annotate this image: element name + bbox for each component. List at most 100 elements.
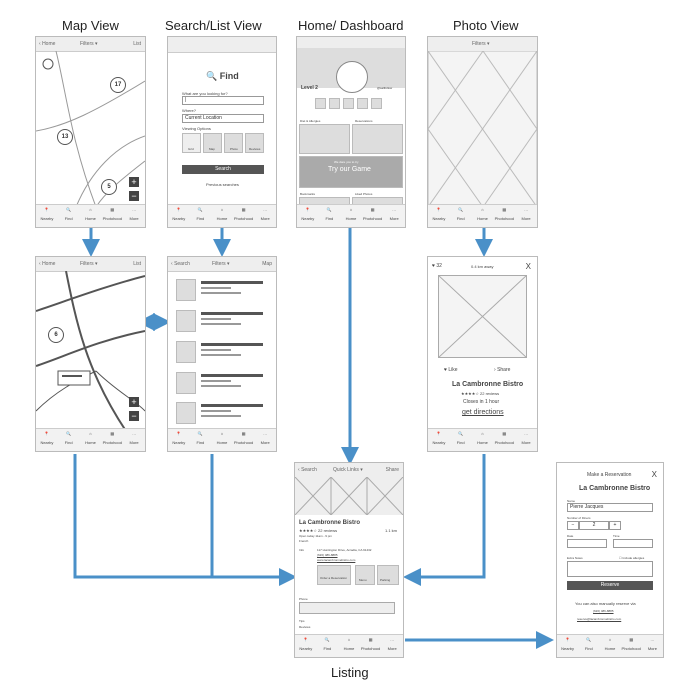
tab-home[interactable]: ⌂Home xyxy=(343,637,355,651)
tab-more[interactable]: …More xyxy=(260,207,270,221)
tab-find[interactable]: 🔍Find xyxy=(584,637,593,651)
tab-home[interactable]: ⌂Home xyxy=(216,431,228,445)
tab-more[interactable]: …More xyxy=(647,637,657,651)
tab-more[interactable]: …More xyxy=(387,637,397,651)
tab-home[interactable]: ⌂Home xyxy=(216,207,228,221)
quick-links-dropdown[interactable]: Quick Links ▾ xyxy=(333,467,363,473)
filters-dropdown[interactable]: Filters ▾ xyxy=(80,261,98,267)
phone-field[interactable] xyxy=(299,602,395,614)
reserve-email-link[interactable]: reserve@lacambronnebistro.com xyxy=(577,617,622,621)
tab-photohood[interactable]: ▦Photohood xyxy=(621,637,641,651)
date-input[interactable] xyxy=(567,539,607,548)
tab-photohood[interactable]: ▦Photohood xyxy=(102,431,122,445)
name-input[interactable]: Pierre Jacques xyxy=(567,503,653,512)
filters-dropdown[interactable]: Filters ▾ xyxy=(80,41,98,47)
badge[interactable] xyxy=(371,98,382,109)
previous-searches[interactable]: Previous searches xyxy=(206,182,239,187)
like-button[interactable]: ♥ Like xyxy=(444,367,458,373)
list-item[interactable] xyxy=(201,281,263,284)
reservation-tile[interactable]: Order a Reservation xyxy=(317,565,351,585)
tab-home[interactable]: ⌂Home xyxy=(85,431,96,445)
tab-photohood[interactable]: ▦Photohood xyxy=(494,207,514,221)
tab-photohood[interactable]: ▦Photohood xyxy=(360,637,381,651)
tab-photohood[interactable]: ▦Photohood xyxy=(494,431,514,445)
photo-grid[interactable] xyxy=(428,51,537,207)
tab-photohood[interactable]: ▦Photohood xyxy=(233,431,254,445)
tab-home[interactable]: ⌂Home xyxy=(477,207,488,221)
tab-nearby[interactable]: 📍Nearby xyxy=(432,207,446,221)
guests-decrement[interactable]: − xyxy=(567,521,579,530)
tab-find[interactable]: 🔍Find xyxy=(323,637,332,651)
search-button[interactable]: Search xyxy=(182,165,264,174)
close-icon[interactable]: X xyxy=(651,470,657,479)
tab-photohood[interactable]: ▦Photohood xyxy=(233,207,254,221)
zoom-out-button[interactable]: − xyxy=(129,411,139,421)
tab-nearby[interactable]: 📍Nearby xyxy=(40,207,54,221)
cluster-17[interactable]: 17 xyxy=(110,77,126,93)
reservations-tile[interactable] xyxy=(352,124,403,154)
zoom-in-button[interactable]: + xyxy=(129,177,139,187)
list-item[interactable] xyxy=(201,374,263,377)
result-thumb[interactable] xyxy=(176,279,196,301)
badge[interactable] xyxy=(329,98,340,109)
tab-more[interactable]: …More xyxy=(521,431,531,445)
filters-dropdown[interactable]: Filters ▾ xyxy=(212,261,230,267)
share-link[interactable]: Share xyxy=(385,467,399,473)
tab-home[interactable]: ⌂Home xyxy=(85,207,96,221)
notes-input[interactable] xyxy=(567,561,653,577)
query-input[interactable]: | xyxy=(182,96,264,105)
website-link[interactable]: www.lacambronnebistro.com xyxy=(317,558,356,562)
tab-home[interactable]: ⌂Home xyxy=(604,637,616,651)
list-item[interactable] xyxy=(201,404,263,407)
get-directions-link[interactable]: get directions xyxy=(462,409,504,416)
result-thumb[interactable] xyxy=(176,372,196,394)
guests-input[interactable]: 2 xyxy=(579,521,609,530)
list-link[interactable]: List xyxy=(133,41,141,47)
option-photo[interactable]: Photo xyxy=(224,133,243,153)
tab-more[interactable]: …More xyxy=(129,431,139,445)
tab-nearby[interactable]: 📍Nearby xyxy=(40,431,54,445)
share-button[interactable]: › Share xyxy=(494,367,511,373)
guests-increment[interactable]: + xyxy=(609,521,621,530)
result-thumb[interactable] xyxy=(176,341,196,363)
tab-nearby[interactable]: 📍Nearby xyxy=(299,637,313,651)
cluster-13[interactable]: 13 xyxy=(57,129,73,145)
reserve-button[interactable]: Reserve xyxy=(567,581,653,590)
map-canvas[interactable] xyxy=(36,51,145,207)
time-input[interactable] xyxy=(613,539,653,548)
badge[interactable] xyxy=(357,98,368,109)
tab-more[interactable]: …More xyxy=(129,207,139,221)
game-promo[interactable]: We dare you to try Try our Game xyxy=(299,156,403,188)
zoom-out-button[interactable]: − xyxy=(129,191,139,201)
result-thumb[interactable] xyxy=(176,310,196,332)
close-icon[interactable]: X xyxy=(525,262,531,271)
tab-find[interactable]: 🔍Find xyxy=(456,431,465,445)
result-thumb[interactable] xyxy=(176,402,196,424)
tab-nearby[interactable]: 📍Nearby xyxy=(172,207,186,221)
option-map[interactable]: Map xyxy=(203,133,222,153)
avatar[interactable] xyxy=(336,61,368,93)
list-item[interactable] xyxy=(201,312,263,315)
tab-home[interactable]: ⌂Home xyxy=(477,431,488,445)
home-link[interactable]: ‹ Home xyxy=(39,41,56,47)
search-link[interactable]: ‹ Search xyxy=(171,261,190,267)
phone-number[interactable]: (626) 486-8885 xyxy=(317,553,338,557)
tab-nearby[interactable]: 📍Nearby xyxy=(172,431,186,445)
tab-more[interactable]: …More xyxy=(389,207,399,221)
menu-tile[interactable]: Menu xyxy=(355,565,375,585)
tab-find[interactable]: 🔍Find xyxy=(456,207,465,221)
map-canvas[interactable] xyxy=(36,271,145,431)
tab-nearby[interactable]: 📍Nearby xyxy=(561,637,575,651)
reserve-phone-link[interactable]: (626) 486-8885 xyxy=(593,609,614,613)
tab-nearby[interactable]: 📍Nearby xyxy=(432,431,446,445)
badge[interactable] xyxy=(315,98,326,109)
option-grid[interactable]: Grid xyxy=(182,133,201,153)
parking-tile[interactable]: Parking xyxy=(377,565,399,585)
tab-find[interactable]: 🔍Find xyxy=(64,431,73,445)
tab-more[interactable]: …More xyxy=(521,207,531,221)
photo-strip[interactable] xyxy=(295,477,403,515)
tab-nearby[interactable]: 📍Nearby xyxy=(301,207,315,221)
search-link[interactable]: ‹ Search xyxy=(298,467,317,473)
where-input[interactable]: Current Location xyxy=(182,114,264,123)
option-reviews[interactable]: Reviews xyxy=(245,133,264,153)
